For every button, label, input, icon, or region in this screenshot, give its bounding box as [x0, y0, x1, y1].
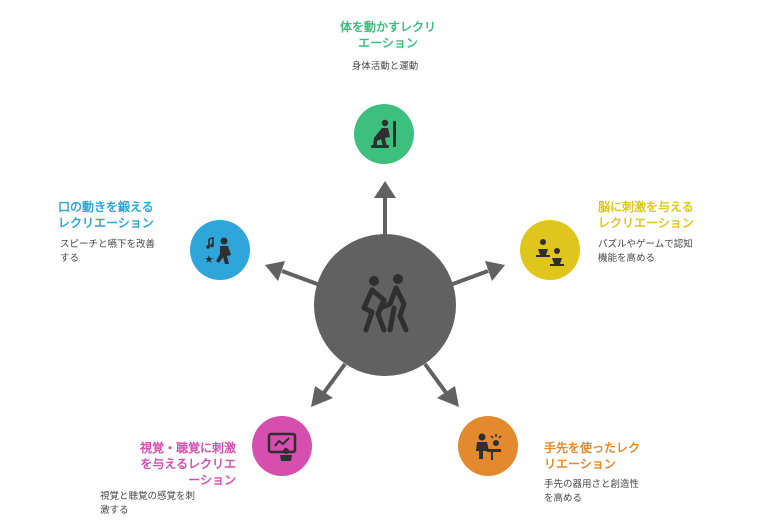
node-circle-physical [354, 104, 414, 164]
node-desc-mouth: スピーチと嚥下を改善 する [60, 238, 180, 266]
node-desc-brain: パズルやゲームで認知 機能を高める [598, 238, 728, 266]
arrow-to-left [265, 261, 321, 287]
node-circle-hands [458, 416, 518, 476]
node-title-brain: 脳に刺激を与える レクリエーション [598, 199, 718, 231]
puzzle-game-icon [536, 239, 564, 266]
node-circle-brain [520, 220, 580, 280]
node-title-sensory: 視覚・聴覚に刺激 を与えるレクリエ ーション [120, 440, 236, 488]
person-singing-icon [205, 236, 231, 264]
title-line: 口の動きを鍛える [58, 200, 154, 214]
title-line: レクリエーション [598, 216, 694, 230]
node-title-physical: 体を動かすレクリ エーション [338, 19, 438, 51]
node-desc-physical: 身体活動と運動 [351, 61, 419, 72]
person-watching-screen-icon [267, 432, 297, 461]
title-line: を与えるレクリエ [140, 457, 236, 471]
two-people-helping-icon [361, 274, 409, 333]
desc-line: 激する [100, 505, 129, 516]
desc-line: 手先の器用さと創造性 [544, 479, 640, 490]
center-hub [314, 234, 456, 376]
node-circle-mouth [190, 220, 250, 280]
arrow-to-bottom-left [311, 362, 347, 407]
title-line: エーション [358, 36, 418, 50]
title-line: レクリエーション [58, 216, 154, 230]
node-title-mouth: 口の動きを鍛える レクリエーション [58, 199, 170, 231]
title-line: ーション [188, 473, 236, 487]
arrow-to-top [374, 181, 396, 238]
node-desc-hands: 手先の器用さと創造性 を高める [544, 478, 674, 506]
arrow-to-bottom-right [423, 362, 459, 407]
desc-line: 機能を高める [598, 253, 656, 264]
desc-line: 視覚と聴覚の感覚を刺 [100, 491, 196, 502]
person-crafting-icon [476, 433, 502, 460]
title-line: 体を動かすレクリ [339, 20, 436, 34]
title-line: 手先を使ったレク [544, 441, 641, 455]
node-title-hands: 手先を使ったレク リエーション [544, 440, 664, 472]
node-circle-sensory [252, 416, 312, 476]
title-line: 視覚・聴覚に刺激 [139, 441, 236, 455]
desc-line: スピーチと嚥下を改善 [60, 239, 156, 250]
arrow-to-right [449, 261, 505, 287]
desc-line: する [60, 253, 80, 264]
node-desc-sensory: 視覚と聴覚の感覚を刺 激する [100, 490, 228, 518]
title-line: リエーション [544, 457, 616, 471]
title-line: 脳に刺激を与える [598, 200, 694, 214]
person-exercising-icon [371, 119, 396, 148]
desc-line: を高める [544, 493, 583, 504]
desc-line: パズルやゲームで認知 [598, 239, 693, 250]
